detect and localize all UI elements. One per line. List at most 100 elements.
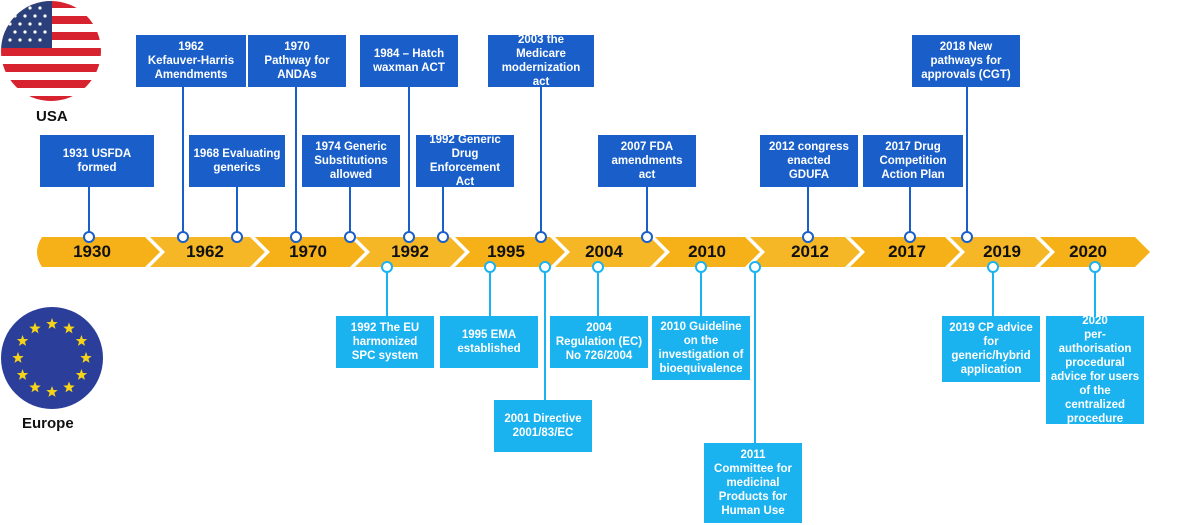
year-label: 2019 xyxy=(983,242,1021,261)
timeline-marker xyxy=(343,230,356,243)
timeline-segment xyxy=(355,237,465,267)
eu-star xyxy=(46,318,58,329)
eu-star xyxy=(80,352,92,363)
timeline-segment xyxy=(655,237,760,267)
timeline-segment xyxy=(255,237,365,267)
connector-line xyxy=(408,87,410,237)
timeline-segment xyxy=(555,237,665,267)
eu-star xyxy=(75,369,88,380)
usa-event-box: 2017 Drug Competition Action Plan xyxy=(863,135,963,187)
timeline-segment xyxy=(1040,237,1150,267)
usa-event-box: 1962 Kefauver-Harris Amendments xyxy=(136,35,246,87)
timeline-marker xyxy=(230,230,243,243)
timeline-marker xyxy=(289,230,302,243)
timeline-marker xyxy=(694,260,707,273)
timeline-marker xyxy=(986,260,999,273)
connector-line xyxy=(909,187,911,237)
year-label: 2010 xyxy=(688,242,726,261)
connector-line xyxy=(182,87,184,237)
connector-line xyxy=(544,267,546,400)
eu-flag-icon xyxy=(1,307,103,409)
eu-event-box: 2004 Regulation (EC) No 726/2004 xyxy=(550,316,648,368)
year-label: 2020 xyxy=(1069,242,1107,261)
eu-star xyxy=(63,322,75,334)
timeline-segment xyxy=(455,237,565,267)
timeline-segment xyxy=(850,237,960,267)
timeline-marker xyxy=(591,260,604,273)
eu-event-box: 1992 The EU harmonized SPC system xyxy=(336,316,434,368)
connector-line xyxy=(1094,267,1096,316)
usa-label: USA xyxy=(36,108,68,125)
usa-event-box: 1984 – Hatch waxman ACT xyxy=(360,35,458,87)
timeline-marker xyxy=(436,230,449,243)
eu-star xyxy=(16,335,29,346)
europe-label: Europe xyxy=(22,415,74,432)
eu-event-box: 2010 Guideline on the investigation of b… xyxy=(652,316,750,380)
eu-star xyxy=(12,352,24,363)
timeline-segment xyxy=(750,237,860,267)
eu-event-box: 2001 Directive 2001/83/EC xyxy=(494,400,592,452)
year-label: 1995 xyxy=(487,242,525,261)
connector-line xyxy=(700,267,702,316)
timeline-marker xyxy=(903,230,916,243)
usa-flag-icon xyxy=(1,1,101,101)
usa-event-box: 1970 Pathway for ANDAs xyxy=(248,35,346,87)
connector-line xyxy=(597,267,599,316)
eu-star xyxy=(16,369,29,380)
timeline-marker xyxy=(402,230,415,243)
eu-star xyxy=(46,386,58,397)
connector-line xyxy=(754,267,756,443)
eu-star xyxy=(29,381,41,393)
connector-line xyxy=(489,267,491,316)
usa-event-box: 2003 the Medicare modernization act xyxy=(488,34,594,88)
usa-event-box: 2007 FDA amendments act xyxy=(598,135,696,187)
usa-event-box: 1992 Generic Drug Enforcement Act xyxy=(416,134,514,188)
timeline-marker xyxy=(538,260,551,273)
eu-event-box: 2019 CP advice for generic/hybrid applic… xyxy=(942,316,1040,382)
connector-line xyxy=(807,187,809,237)
connector-line xyxy=(295,87,297,237)
timeline-marker xyxy=(801,230,814,243)
eu-star xyxy=(29,322,41,334)
timeline-marker xyxy=(176,230,189,243)
timeline-segment xyxy=(37,237,160,267)
year-label: 1930 xyxy=(73,242,111,261)
timeline-marker xyxy=(380,260,393,273)
timeline-marker xyxy=(82,230,95,243)
eu-star xyxy=(75,335,88,346)
usa-event-box: 1968 Evaluating generics xyxy=(189,135,285,187)
timeline-marker xyxy=(748,260,761,273)
usa-event-box: 1974 Generic Substitutions allowed xyxy=(302,135,400,187)
usa-event-box: 2012 congress enacted GDUFA xyxy=(760,135,858,187)
eu-event-box: 2020 per-authorisation procedural advice… xyxy=(1046,315,1144,425)
connector-line xyxy=(646,187,648,237)
year-label: 2004 xyxy=(585,242,623,261)
timeline-marker xyxy=(1088,260,1101,273)
year-label: 1962 xyxy=(186,242,224,261)
timeline-marker xyxy=(534,230,547,243)
usa-event-box: 1931 USFDA formed xyxy=(40,135,154,187)
connector-line xyxy=(540,87,542,237)
connector-line xyxy=(236,187,238,237)
usa-event-box: 2018 New pathways for approvals (CGT) xyxy=(912,35,1020,87)
year-label: 1970 xyxy=(289,242,327,261)
timeline-segment xyxy=(950,237,1050,267)
year-label: 2012 xyxy=(791,242,829,261)
timeline-segment xyxy=(150,237,265,267)
eu-event-box: 2011 Committee for medicinal Products fo… xyxy=(704,443,802,523)
timeline-marker xyxy=(483,260,496,273)
connector-line xyxy=(992,267,994,316)
timeline-marker xyxy=(960,230,973,243)
year-label: 2017 xyxy=(888,242,926,261)
eu-event-box: 1995 EMA established xyxy=(440,316,538,368)
timeline-marker xyxy=(640,230,653,243)
connector-line xyxy=(386,267,388,316)
connector-line xyxy=(442,187,444,237)
connector-line xyxy=(88,187,90,237)
eu-star xyxy=(63,381,75,393)
connector-line xyxy=(349,187,351,237)
year-label: 1992 xyxy=(391,242,429,261)
connector-line xyxy=(966,87,968,237)
